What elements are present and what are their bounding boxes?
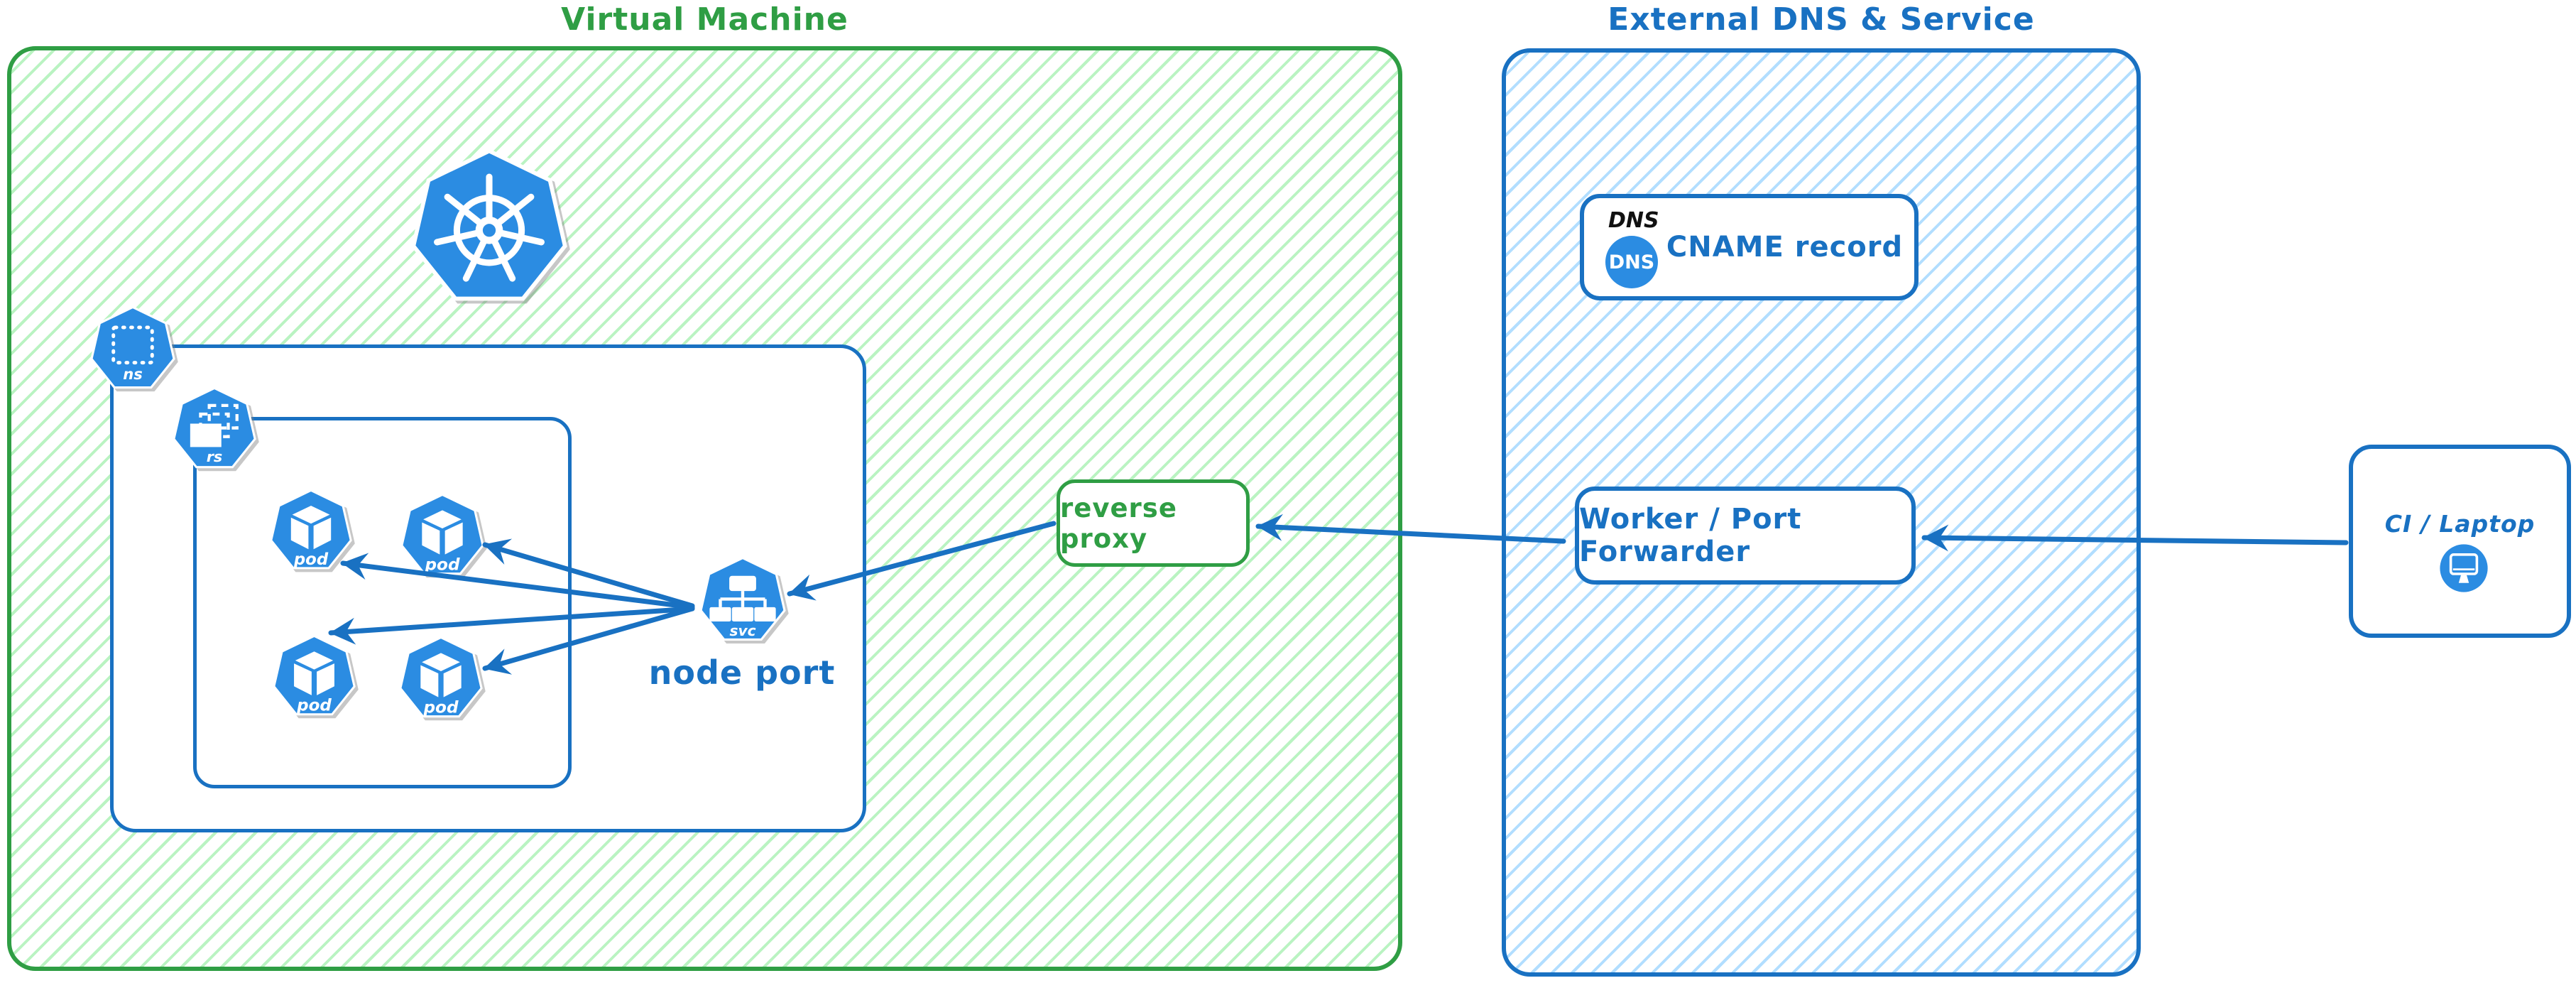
reverse-proxy-label: reverse proxy — [1060, 492, 1177, 554]
pod-icon: pod — [268, 489, 354, 574]
ci-laptop-box: CI / Laptop — [2349, 445, 2571, 638]
worker-port-forwarder-label: Worker / Port Forwarder — [1579, 503, 1802, 568]
pod-label: pod — [422, 698, 459, 717]
service-badge-icon: svc — [698, 556, 787, 646]
ns-badge-label: ns — [123, 365, 143, 383]
monitor-icon — [2435, 540, 2492, 597]
external-region-title: External DNS & Service — [1608, 1, 2035, 38]
replicaset-badge-icon: rs — [171, 386, 258, 473]
reverse-proxy-box: reverse proxy — [1057, 479, 1250, 567]
pod-icon: pod — [399, 493, 486, 580]
dns-icon: DNS — [1605, 236, 1658, 288]
svc-badge-label: svc — [729, 622, 755, 639]
cname-record-label: CNAME record — [1666, 231, 1904, 264]
dns-icon-label: DNS — [1608, 251, 1655, 273]
dns-tag-label: DNS — [1608, 208, 1659, 233]
dns-cname-box: DNS DNS CNAME record — [1580, 194, 1919, 300]
ci-laptop-label: CI / Laptop — [2384, 510, 2536, 538]
pod-label: pod — [296, 697, 332, 715]
rs-badge-label: rs — [207, 448, 223, 465]
pod-label: pod — [293, 550, 329, 569]
vm-region-title: Virtual Machine — [561, 1, 848, 38]
pod-icon: pod — [271, 634, 357, 720]
namespace-badge-icon: ns — [89, 305, 177, 393]
pod-label: pod — [424, 555, 460, 575]
node-port-caption: node port — [648, 653, 836, 692]
kubernetes-logo-icon — [408, 146, 570, 312]
worker-port-forwarder-box: Worker / Port Forwarder — [1575, 487, 1916, 585]
pod-icon: pod — [398, 636, 484, 722]
